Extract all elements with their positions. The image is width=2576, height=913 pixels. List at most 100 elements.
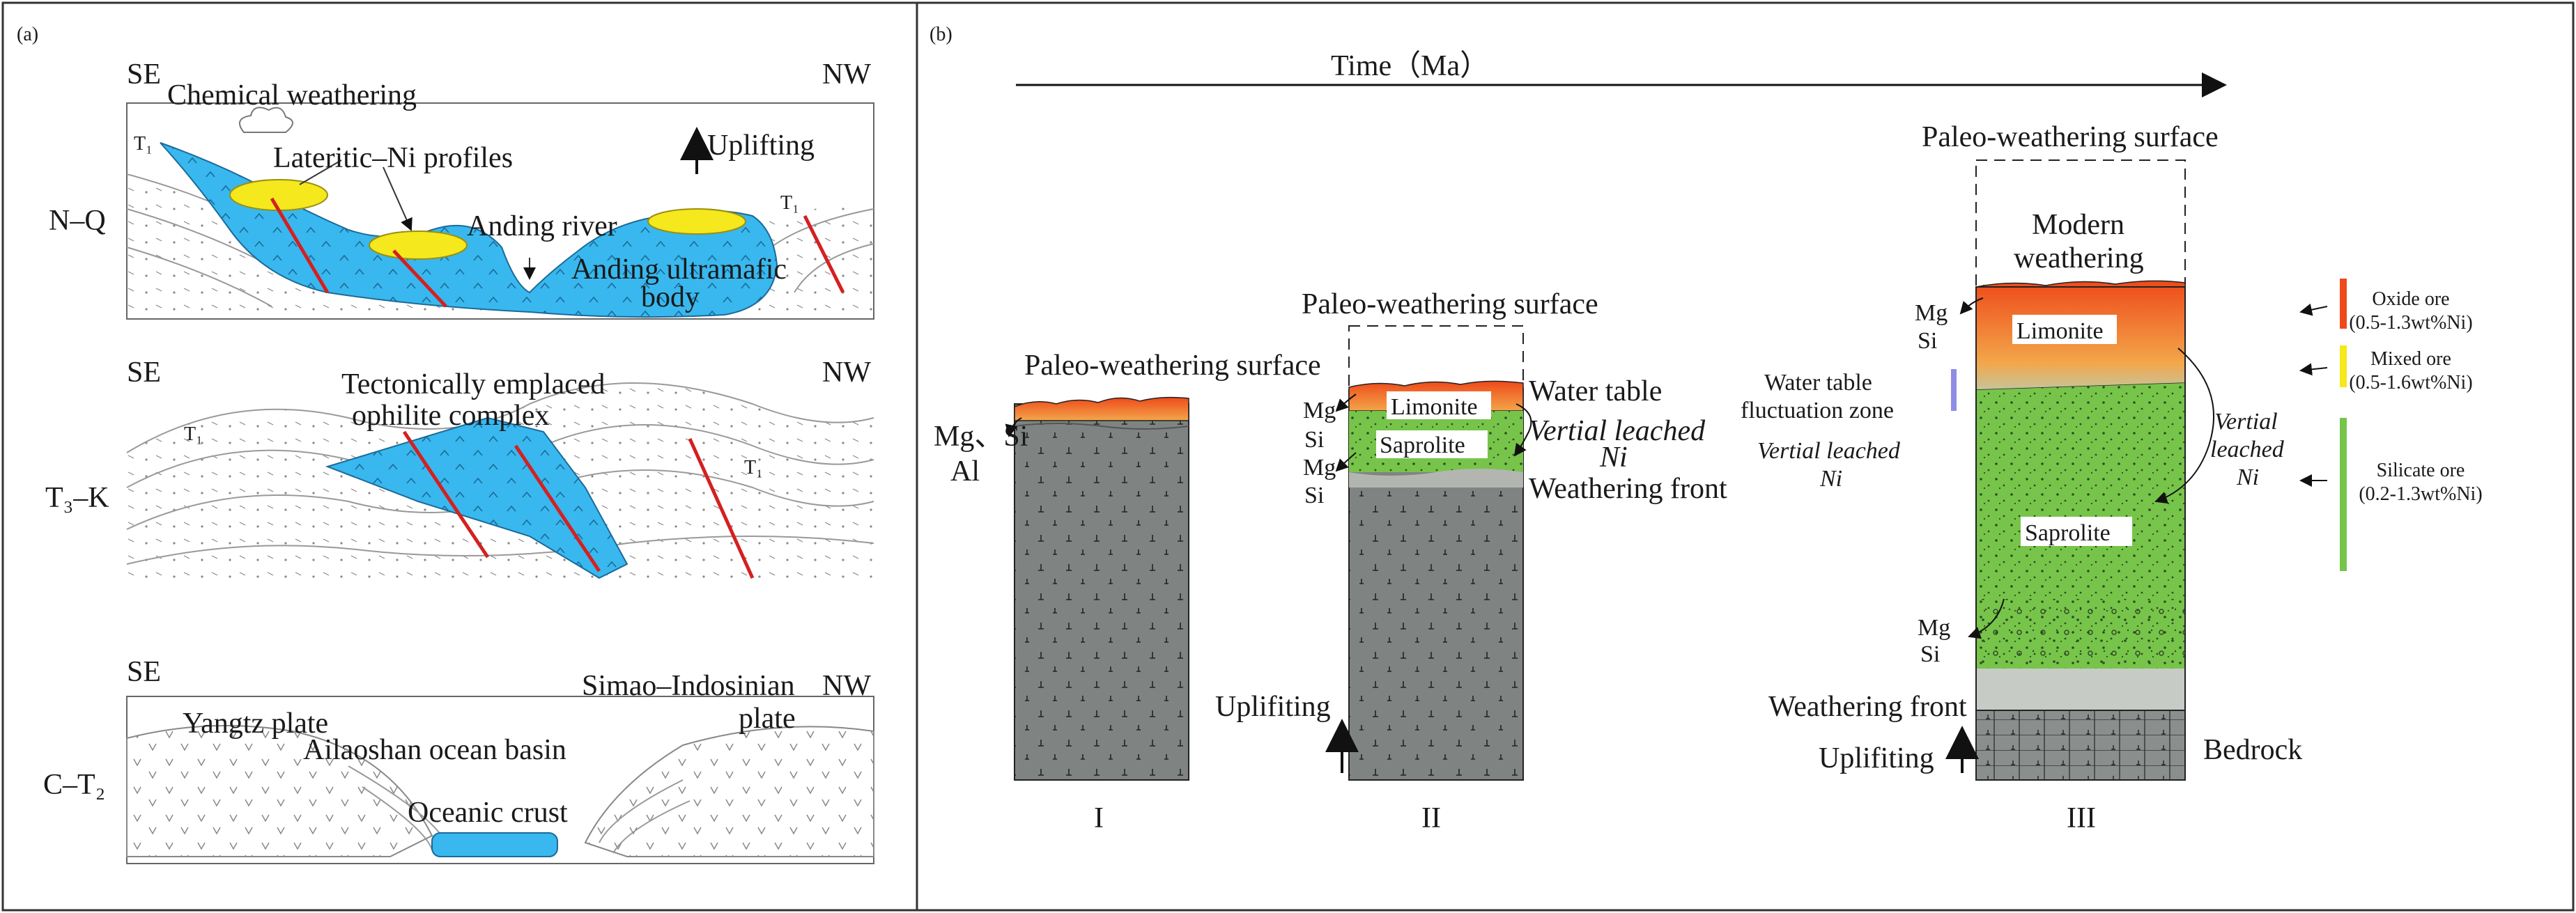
t3k-t1-right: T₁ — [744, 457, 763, 478]
stage-2-roman: II — [1421, 802, 1441, 834]
ore-mixed-arrow — [2299, 363, 2328, 376]
stage-3-si-bottom: Si — [1920, 641, 1940, 667]
stage-3-column — [1975, 159, 2186, 781]
stage-3-bedrock-label: Bedrock — [2203, 734, 2302, 766]
stage-1-arrow — [1005, 417, 1022, 437]
ore-silicate-bar — [2340, 418, 2347, 571]
ore-silicate-name: Silicate ore — [2377, 460, 2465, 481]
stage-3-front-zone — [1976, 669, 2185, 710]
stage-1-roman: I — [1094, 802, 1104, 834]
stage-3-limonite: Limonite — [2016, 318, 2104, 344]
stage-2-mg1: Mg — [1303, 398, 1336, 423]
stage-3-vleach-right-1: Vertial — [2214, 409, 2278, 435]
t3k-se: SE — [127, 357, 161, 389]
laterite-profile-3 — [647, 208, 746, 235]
ct2-nw: NW — [822, 670, 871, 702]
ct2-se: SE — [127, 656, 161, 688]
stage-2-water-table: Water table — [1529, 375, 1662, 407]
section-ct2 — [126, 696, 874, 864]
stage-3-fluct-1: Water table — [1764, 370, 1872, 396]
stage-3-si-top: Si — [1918, 328, 1937, 354]
oceanic-crust: Oceanic crust — [408, 797, 568, 829]
stage-2-saprolite-label-bg — [1376, 430, 1488, 458]
stage-2-si2: Si — [1304, 483, 1324, 508]
nq-t1-right: T₁ — [780, 192, 799, 214]
ore-legend — [2299, 279, 2347, 571]
profile-arrows — [299, 159, 411, 230]
stage-3-vleach-left-2: Ni — [1819, 466, 1842, 492]
ore-oxide-arrow — [2299, 303, 2328, 316]
laterite-profile-2 — [369, 231, 468, 260]
time-label: Time（Ma） — [1331, 50, 1489, 82]
stage-2-transition — [1349, 469, 1523, 487]
stage-3-vleach-left-1: Vertial leached — [1757, 438, 1901, 464]
basin-sediment-lines — [348, 765, 691, 854]
t3k-age: T₃–K — [45, 482, 109, 514]
nq-chemical-weathering: Chemical weathering — [167, 79, 417, 111]
stage-2-arrow-top — [1335, 393, 1357, 412]
ore-oxide-range: (0.5-1.3wt%Ni) — [2349, 312, 2472, 334]
stage-3-modern-1: Modern — [2032, 209, 2124, 241]
t3k-t1-left: T₁ — [184, 423, 203, 445]
ophiolite-pattern — [327, 418, 627, 578]
simao-indosinian-1: Simao–Indosinian — [582, 670, 795, 702]
stage-2-arrow-bottom — [1335, 452, 1357, 472]
lateritic-ni-profiles: Lateritic–Ni profiles — [273, 142, 513, 174]
stage-1-title: Paleo-weathering surface — [1024, 350, 1321, 382]
section-nq — [126, 102, 874, 320]
nq-age: N–Q — [49, 205, 106, 237]
anding-ultramafic-1: Anding ultramafic — [571, 253, 787, 286]
stage-3-limonite-label-bg — [2012, 315, 2117, 344]
anding-ultramafic-2: body — [641, 281, 700, 313]
section-t3k — [126, 382, 874, 584]
ore-mixed-bar — [2340, 345, 2347, 387]
stage-2-limonite-label-bg — [1387, 391, 1491, 419]
stage-3-outline — [1975, 286, 2186, 781]
stage-3-weathering-front: Weathering front — [1768, 691, 1967, 723]
ore-silicate-range: (0.2-1.3wt%Ni) — [2359, 483, 2482, 505]
ct2-age: C–T₂ — [43, 769, 105, 801]
panel-a-tag: (a) — [17, 24, 38, 45]
stage-3-vleach-right-3: Ni — [2236, 465, 2259, 490]
stage-3-modern-2: weathering — [2014, 242, 2144, 274]
faults-t3k — [402, 430, 755, 579]
stage-2-limonite: Limonite — [1391, 394, 1478, 420]
stage-3-mg-bottom: Mg — [1918, 615, 1950, 641]
stage-3-title: Paleo-weathering surface — [1922, 121, 2219, 153]
stage-2-weathering-front: Weathering front — [1529, 473, 1727, 505]
nq-se: SE — [127, 58, 161, 91]
stage-3-saprolite: Saprolite — [2025, 520, 2111, 546]
stage-2-si1: Si — [1304, 427, 1324, 453]
water-table-fluctuation-bar — [1951, 369, 1957, 411]
stage-3-fluct-2: fluctuation zone — [1741, 398, 1894, 423]
stage-1-column — [1014, 396, 1189, 781]
cloud-icon — [238, 107, 293, 133]
ore-oxide-name: Oxide ore — [2372, 288, 2449, 310]
stage-2-vertial-1: Vertial leached — [1529, 415, 1706, 447]
stage-2-vertial-2: Ni — [1599, 442, 1628, 474]
stage-2-title: Paleo-weathering surface — [1302, 288, 1598, 320]
ore-mixed-range: (0.5-1.6wt%Ni) — [2349, 372, 2472, 393]
panel-b-frame — [916, 1, 2575, 912]
stage-1-weathered-cap — [1014, 396, 1189, 421]
ore-oxide-bar — [2340, 279, 2347, 329]
stage-2-leach-arrow — [1513, 403, 1532, 457]
stage-2-uplifting: Uplifiting — [1215, 691, 1331, 723]
laterite-profile-1 — [229, 179, 328, 211]
simao-plate-shape — [584, 726, 874, 857]
nq-t1-left: T₁ — [134, 133, 153, 155]
nq-nw: NW — [822, 58, 871, 91]
stage-2-saprolite: Saprolite — [1380, 432, 1465, 458]
t3k-nw: NW — [822, 357, 871, 389]
ore-mixed-name: Mixed ore — [2370, 348, 2451, 370]
stage-3-arrow-bottom — [1968, 598, 2005, 639]
simao-indosinian-2: plate — [739, 703, 796, 735]
panel-b-tag: (b) — [930, 24, 952, 45]
nq-uplifting: Uplifting — [707, 130, 815, 162]
ophiolite-label-1: Tectonically emplaced — [341, 368, 605, 400]
stage-2-eroded-box — [1348, 325, 1524, 391]
ophiolite-label-2: ophilite complex — [352, 400, 549, 432]
stage-3-leach-arrow — [2154, 348, 2214, 504]
stage-2-bedrock-pattern — [1349, 481, 1523, 780]
